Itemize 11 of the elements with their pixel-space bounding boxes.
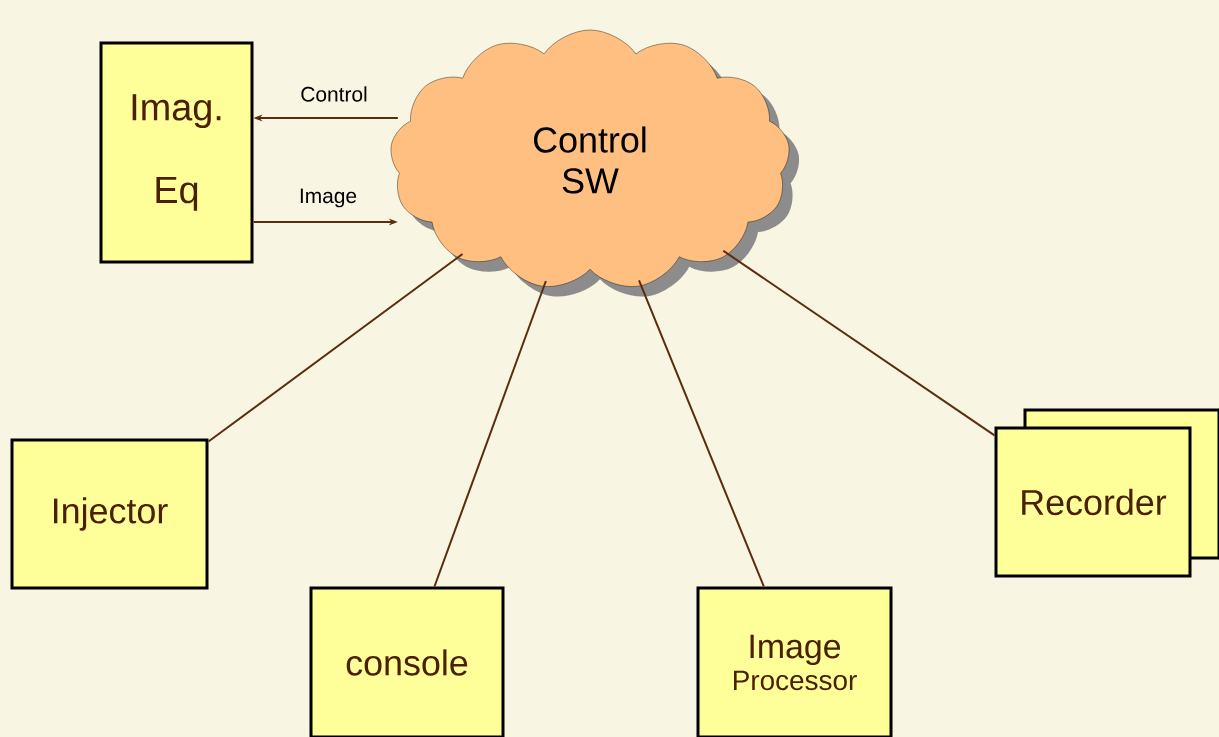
stacked-boxes: Recorder (994, 408, 1219, 578)
process-box: Injector (10, 438, 209, 590)
connector-line (207, 253, 464, 443)
edge-label: Control (299, 85, 369, 103)
cloud: Control SW (390, 29, 800, 297)
process-box: Imag. Eq (99, 41, 254, 264)
connector-line (638, 279, 765, 588)
connector-line (722, 249, 996, 437)
process-box: console (309, 586, 505, 737)
process-box: Image Processor (696, 586, 893, 737)
connector-line (433, 279, 547, 588)
